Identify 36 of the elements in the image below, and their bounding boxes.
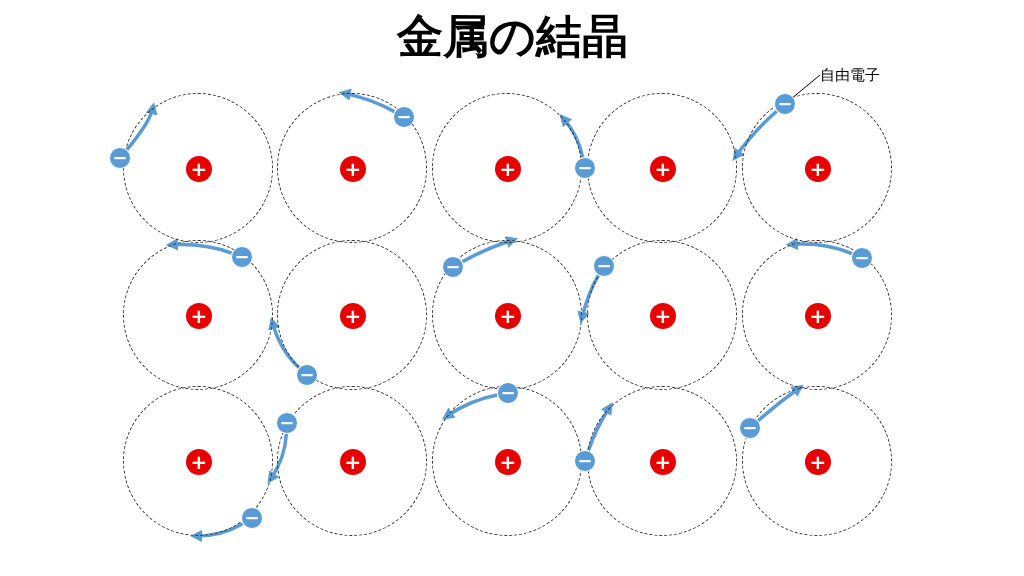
motion-arrow — [577, 274, 600, 324]
positive-ion: + — [495, 156, 521, 182]
positive-ion: + — [340, 449, 366, 475]
positive-ion: + — [186, 303, 212, 329]
motion-arrow — [732, 109, 778, 161]
free-electron: − — [497, 382, 519, 404]
electron-label: 自由電子 — [820, 66, 880, 84]
leader-line — [792, 74, 821, 98]
motion-arrow — [125, 102, 158, 151]
motion-arrow — [190, 522, 244, 542]
motion-arrow — [338, 88, 396, 114]
motion-arrow — [441, 393, 498, 420]
positive-ion: + — [186, 156, 212, 182]
title: 金属の結晶 — [395, 8, 629, 65]
free-electron: − — [574, 450, 596, 472]
positive-ion: + — [186, 449, 212, 475]
free-electron: − — [574, 157, 596, 179]
positive-ion: + — [650, 156, 676, 182]
motion-arrow — [268, 317, 301, 369]
positive-ion: + — [805, 303, 831, 329]
motion-arrow — [559, 114, 585, 158]
positive-ion: + — [495, 449, 521, 475]
positive-ion: + — [805, 156, 831, 182]
motion-arrow — [586, 402, 613, 452]
motion-arrow — [461, 236, 519, 264]
free-electron: − — [109, 147, 131, 169]
positive-ion: + — [805, 449, 831, 475]
motion-arrow — [757, 384, 804, 422]
motion-arrow — [267, 433, 289, 484]
motion-arrow — [785, 237, 853, 256]
positive-ion: + — [340, 303, 366, 329]
positive-ion: + — [495, 303, 521, 329]
positive-ion: + — [650, 449, 676, 475]
positive-ion: + — [340, 156, 366, 182]
positive-ion: + — [650, 303, 676, 329]
motion-arrow — [165, 238, 233, 255]
